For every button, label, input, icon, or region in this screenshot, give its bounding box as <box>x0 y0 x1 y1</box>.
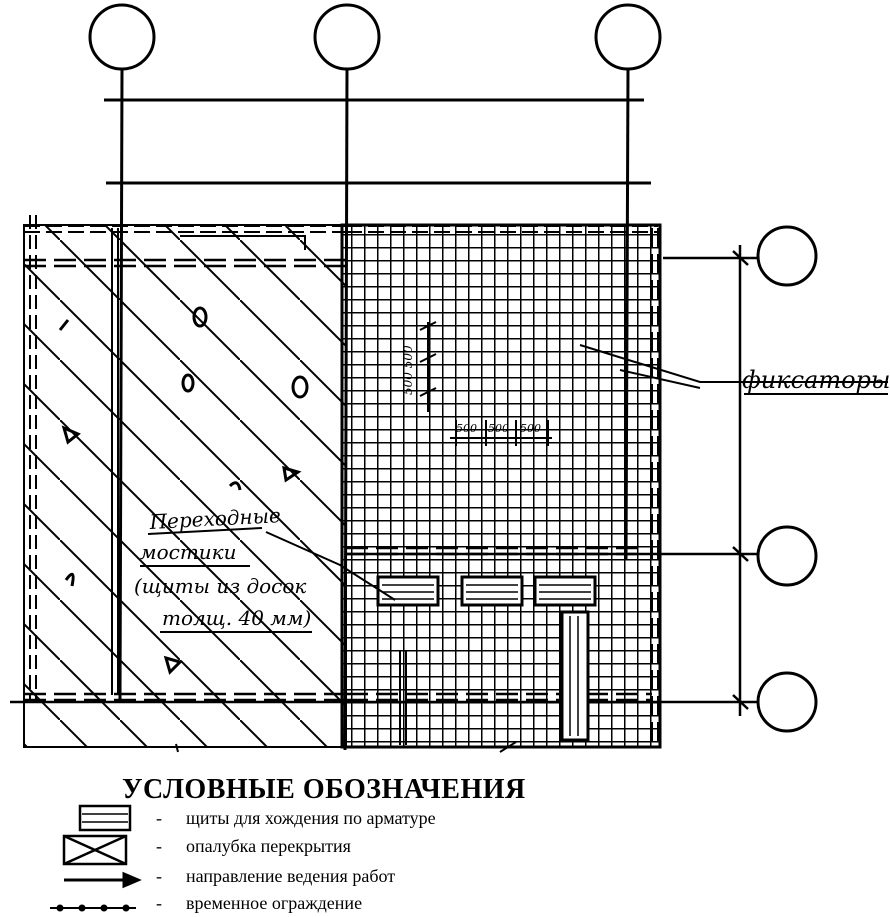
dim-horizontal-line <box>450 420 552 446</box>
axis-bubble <box>756 525 818 587</box>
leader-lines <box>265 344 888 601</box>
formwork-area <box>23 215 347 748</box>
legend-dash: - <box>156 836 162 856</box>
axis-bubble <box>594 3 662 71</box>
walking-boards-slats <box>382 584 591 736</box>
dim-h3-label: 500 <box>520 422 541 435</box>
axis-bubbles-top <box>88 3 662 71</box>
board-vertical <box>560 610 590 742</box>
dimension-lines-top <box>104 98 651 185</box>
bridges-label-line4: толщ. 40 мм) <box>162 606 311 630</box>
legend-item-boards: щиты для хождения по арматуре <box>186 808 436 828</box>
board <box>376 575 440 607</box>
dim-h2-label: 500 <box>488 422 509 435</box>
axis-bubble <box>88 3 156 71</box>
formwork-symbol <box>62 834 128 866</box>
legend-dash: - <box>156 893 162 913</box>
legend-item-temporary-fence: временное ограждение <box>186 893 363 913</box>
dim-vertical-label: 500 500 <box>401 345 415 395</box>
bridges-label-line2: мостики <box>140 540 237 564</box>
boards-symbol <box>78 804 132 832</box>
axis-bubble <box>756 225 818 287</box>
legend-dash: - <box>156 808 162 828</box>
walking-boards <box>376 575 597 742</box>
board <box>533 575 597 607</box>
legend-item-work-direction: направление ведения работ <box>186 866 396 886</box>
dim-h1-label: 500 <box>456 422 477 435</box>
bridges-label-line3: (щиты из досок <box>134 574 306 598</box>
board <box>460 575 524 607</box>
dotted-line-symbol <box>50 904 136 912</box>
dim-vertical-line <box>419 321 437 412</box>
legend-item-formwork: опалубка перекрытия <box>186 836 351 856</box>
formwork-marks <box>58 306 309 675</box>
axis-bubbles-right <box>756 225 818 733</box>
legend-dash: - <box>156 866 162 886</box>
axis-bubble <box>756 671 818 733</box>
legend-title: УСЛОВНЫЕ ОБОЗНАЧЕНИЯ <box>122 774 526 805</box>
fixators-label: фиксаторы <box>742 366 890 394</box>
rebar-mesh <box>340 223 662 749</box>
axis-bubble <box>313 3 381 71</box>
arrow-line-symbol <box>64 871 142 889</box>
